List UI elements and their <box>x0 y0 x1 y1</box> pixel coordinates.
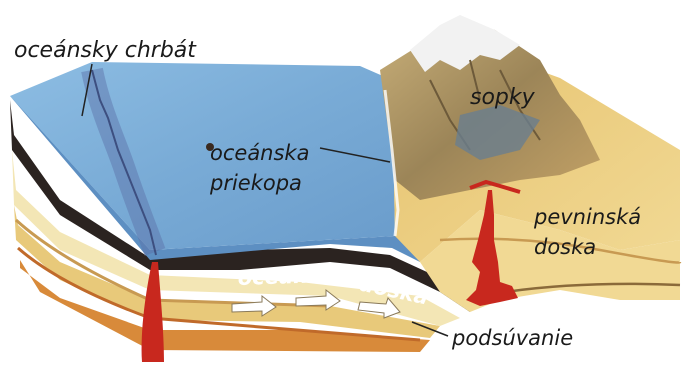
label-volcanoes: sopky <box>470 85 536 110</box>
label-continental-plate-line2: doska <box>534 235 596 259</box>
label-trench-line1: oceánska <box>210 141 309 165</box>
label-trench-line2: priekopa <box>209 171 302 195</box>
label-continental-plate-line1: pevninská <box>533 205 641 229</box>
ocean-surface <box>10 62 395 250</box>
label-oceanic-plate-word1: oceánska <box>237 262 349 290</box>
label-subduction: podsúvanie <box>451 326 573 350</box>
label-mid-ocean-ridge: oceánsky chrbát <box>14 38 197 63</box>
